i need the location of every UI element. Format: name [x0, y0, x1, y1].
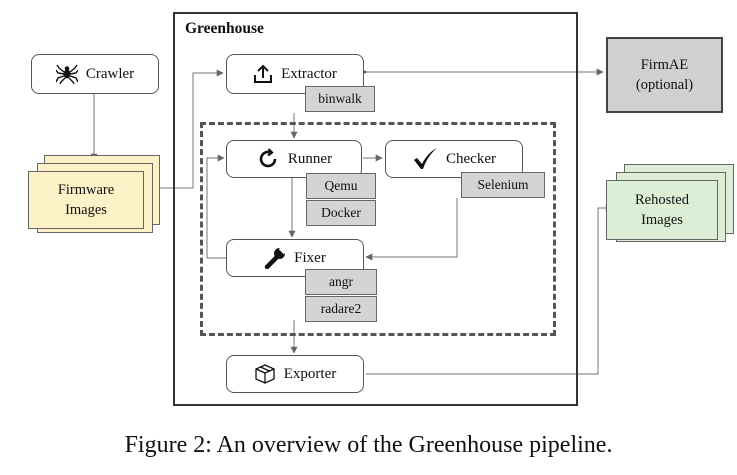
- firmae-line2: (optional): [635, 77, 694, 93]
- wrench-icon: [264, 247, 287, 269]
- extractor-label: Extractor: [281, 65, 337, 82]
- greenhouse-frame: [173, 12, 578, 406]
- firmware-images-line1: Firmware: [57, 182, 115, 198]
- checker-label: Checker: [446, 150, 496, 167]
- checker-node: Checker: [385, 140, 523, 178]
- firmware-images-line2: Images: [65, 202, 107, 218]
- runner-node: Runner: [226, 140, 362, 178]
- tool-docker: Docker: [306, 200, 376, 226]
- rehosted-images-line2: Images: [641, 212, 683, 228]
- crawler-label: Crawler: [85, 65, 135, 82]
- exporter-node: Exporter: [226, 355, 364, 393]
- tool-selenium: Selenium: [461, 172, 545, 198]
- arrow-firmware-extractor: [160, 69, 224, 189]
- rehosted-images-node: Rehosted Images: [606, 180, 718, 240]
- arrow-exporter-rehosted: [366, 204, 613, 375]
- runner-label: Runner: [287, 150, 333, 167]
- refresh-icon: [256, 147, 280, 171]
- checkmark-icon: [412, 147, 438, 171]
- greenhouse-title: Greenhouse: [185, 20, 264, 37]
- arrow-fixer-runner: [206, 154, 226, 259]
- spider-icon: [55, 64, 78, 84]
- figure-caption: Figure 2: An overview of the Greenhouse …: [124, 432, 613, 458]
- upload-icon: [253, 64, 273, 84]
- tool-binwalk: binwalk: [305, 86, 375, 112]
- rehosted-images-line1: Rehosted: [635, 192, 689, 208]
- firmware-images-node: Firmware Images: [28, 171, 144, 229]
- tool-qemu: Qemu: [306, 173, 376, 199]
- tool-radare2: radare2: [305, 296, 377, 322]
- firmae-node: FirmAE (optional): [606, 37, 723, 113]
- firmae-line1: FirmAE: [640, 57, 689, 73]
- crawler-node: Crawler: [31, 54, 159, 94]
- runtime-loop-frame: [200, 122, 556, 336]
- tool-angr: angr: [305, 269, 377, 295]
- package-icon: [254, 363, 276, 385]
- fixer-label: Fixer: [294, 249, 326, 266]
- arrow-checker-fixer: [365, 198, 458, 261]
- exporter-label: Exporter: [283, 365, 337, 382]
